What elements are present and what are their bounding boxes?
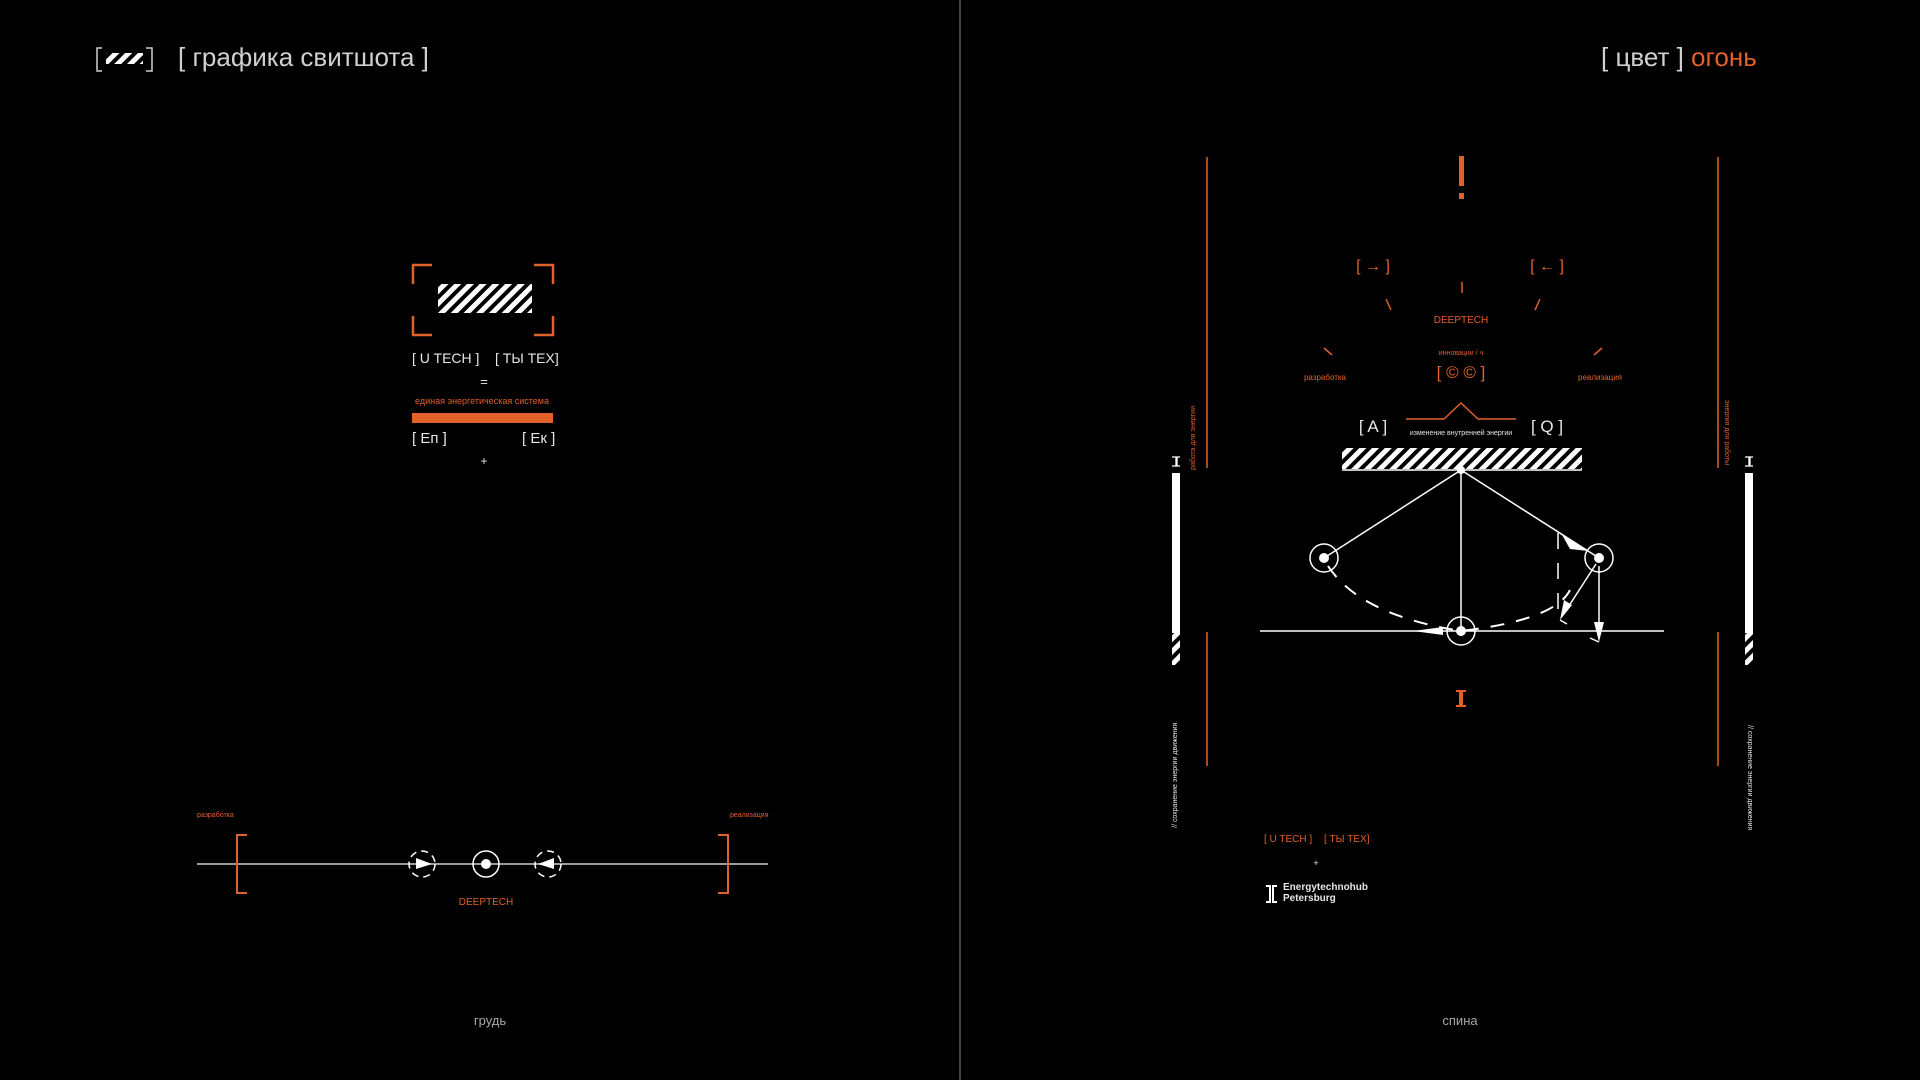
innovation-rate-label: инновации / ч: [1438, 350, 1484, 357]
energytechnohub-logo-icon: [1266, 885, 1277, 903]
back-brand-tytex: [ ТЫ ТЕХ]: [1324, 834, 1370, 845]
back-plus-sign: +: [1313, 858, 1319, 868]
color-label: [ цвет ] огонь: [1601, 42, 1757, 73]
realize-label: реализация: [1578, 373, 1622, 382]
rail-right-cap-icon: [1745, 456, 1753, 467]
deeptech-label: DEEPTECH: [1433, 315, 1489, 326]
ceiling-hatch: [1342, 448, 1582, 469]
energytechnohub-logo-text: Energytechnohub Petersburg: [1283, 882, 1368, 904]
equals-sign: =: [480, 374, 488, 389]
potential-energy-label: [ Eп ]: [412, 430, 447, 447]
side-left-orange-text: работа для энергии: [1190, 405, 1197, 470]
arrow-right-label: [ → ]: [1356, 258, 1390, 275]
pendulum-diagram: [1260, 448, 1664, 646]
axis-left-label: разработка: [197, 812, 234, 819]
header-logo-icon: [96, 47, 153, 72]
arrow-left-icon: [538, 858, 554, 869]
bob-left: [1309, 543, 1339, 573]
internal-energy-label: изменение внутренней энергии: [1409, 430, 1513, 437]
energy-peak-line: [1406, 401, 1516, 420]
rail-left-cap-icon: [1172, 456, 1180, 467]
back-exclamation-icon: [1459, 156, 1464, 199]
side-left-white-text: // сохранение энергии движения: [1172, 722, 1179, 828]
swing-arc: [1327, 565, 1571, 633]
bob-center: [1446, 616, 1476, 646]
front-brand-utech: [ U TECH ]: [412, 350, 480, 366]
copyrights-label: [ © © ]: [1436, 363, 1486, 382]
side-rails: [1172, 157, 1753, 766]
logo-line-2: Petersburg: [1283, 893, 1336, 904]
arrow-left-label: [ ← ]: [1530, 258, 1564, 275]
heat-label: [ Q ]: [1530, 417, 1564, 436]
axis-center-label: DEEPTECH: [458, 897, 514, 908]
dashed-circle-left: [408, 850, 436, 878]
plus-sign: +: [480, 454, 488, 468]
energy-level-left: [1172, 473, 1180, 633]
color-value: огонь: [1691, 42, 1757, 72]
orange-logo-icon: [1456, 690, 1466, 707]
develop-label: разработка: [1303, 373, 1347, 382]
kinetic-energy-label: [ Eк ]: [522, 430, 556, 447]
energy-system-label: единая энергетическая система: [415, 396, 549, 406]
front-axis-diagram: [197, 834, 768, 894]
energy-level-right: [1745, 473, 1753, 633]
arrow-right-icon: [416, 858, 432, 869]
front-emblem: [411, 263, 555, 337]
front-caption: грудь: [473, 1013, 507, 1028]
side-right-white-text: // сохранение энергии движения: [1746, 725, 1753, 831]
work-label: [ A ]: [1358, 417, 1388, 436]
dashed-circle-right: [534, 850, 562, 878]
center-ring: [472, 850, 500, 878]
back-caption: спина: [1442, 1013, 1478, 1028]
radial-ticks: [1323, 282, 1603, 356]
side-right-orange-text: энергия для работы: [1723, 400, 1730, 466]
color-prefix: [ цвет ]: [1601, 42, 1684, 72]
front-brand-tytex: [ ТЫ ТЕХ]: [495, 350, 559, 366]
back-brand-utech: [ U TECH ]: [1264, 834, 1313, 845]
logo-line-1: Energytechnohub: [1283, 882, 1369, 893]
page-title: [ графика свитшота ]: [178, 42, 429, 72]
energy-system-bar: [412, 413, 553, 423]
axis-right-label: реализация: [730, 812, 769, 819]
